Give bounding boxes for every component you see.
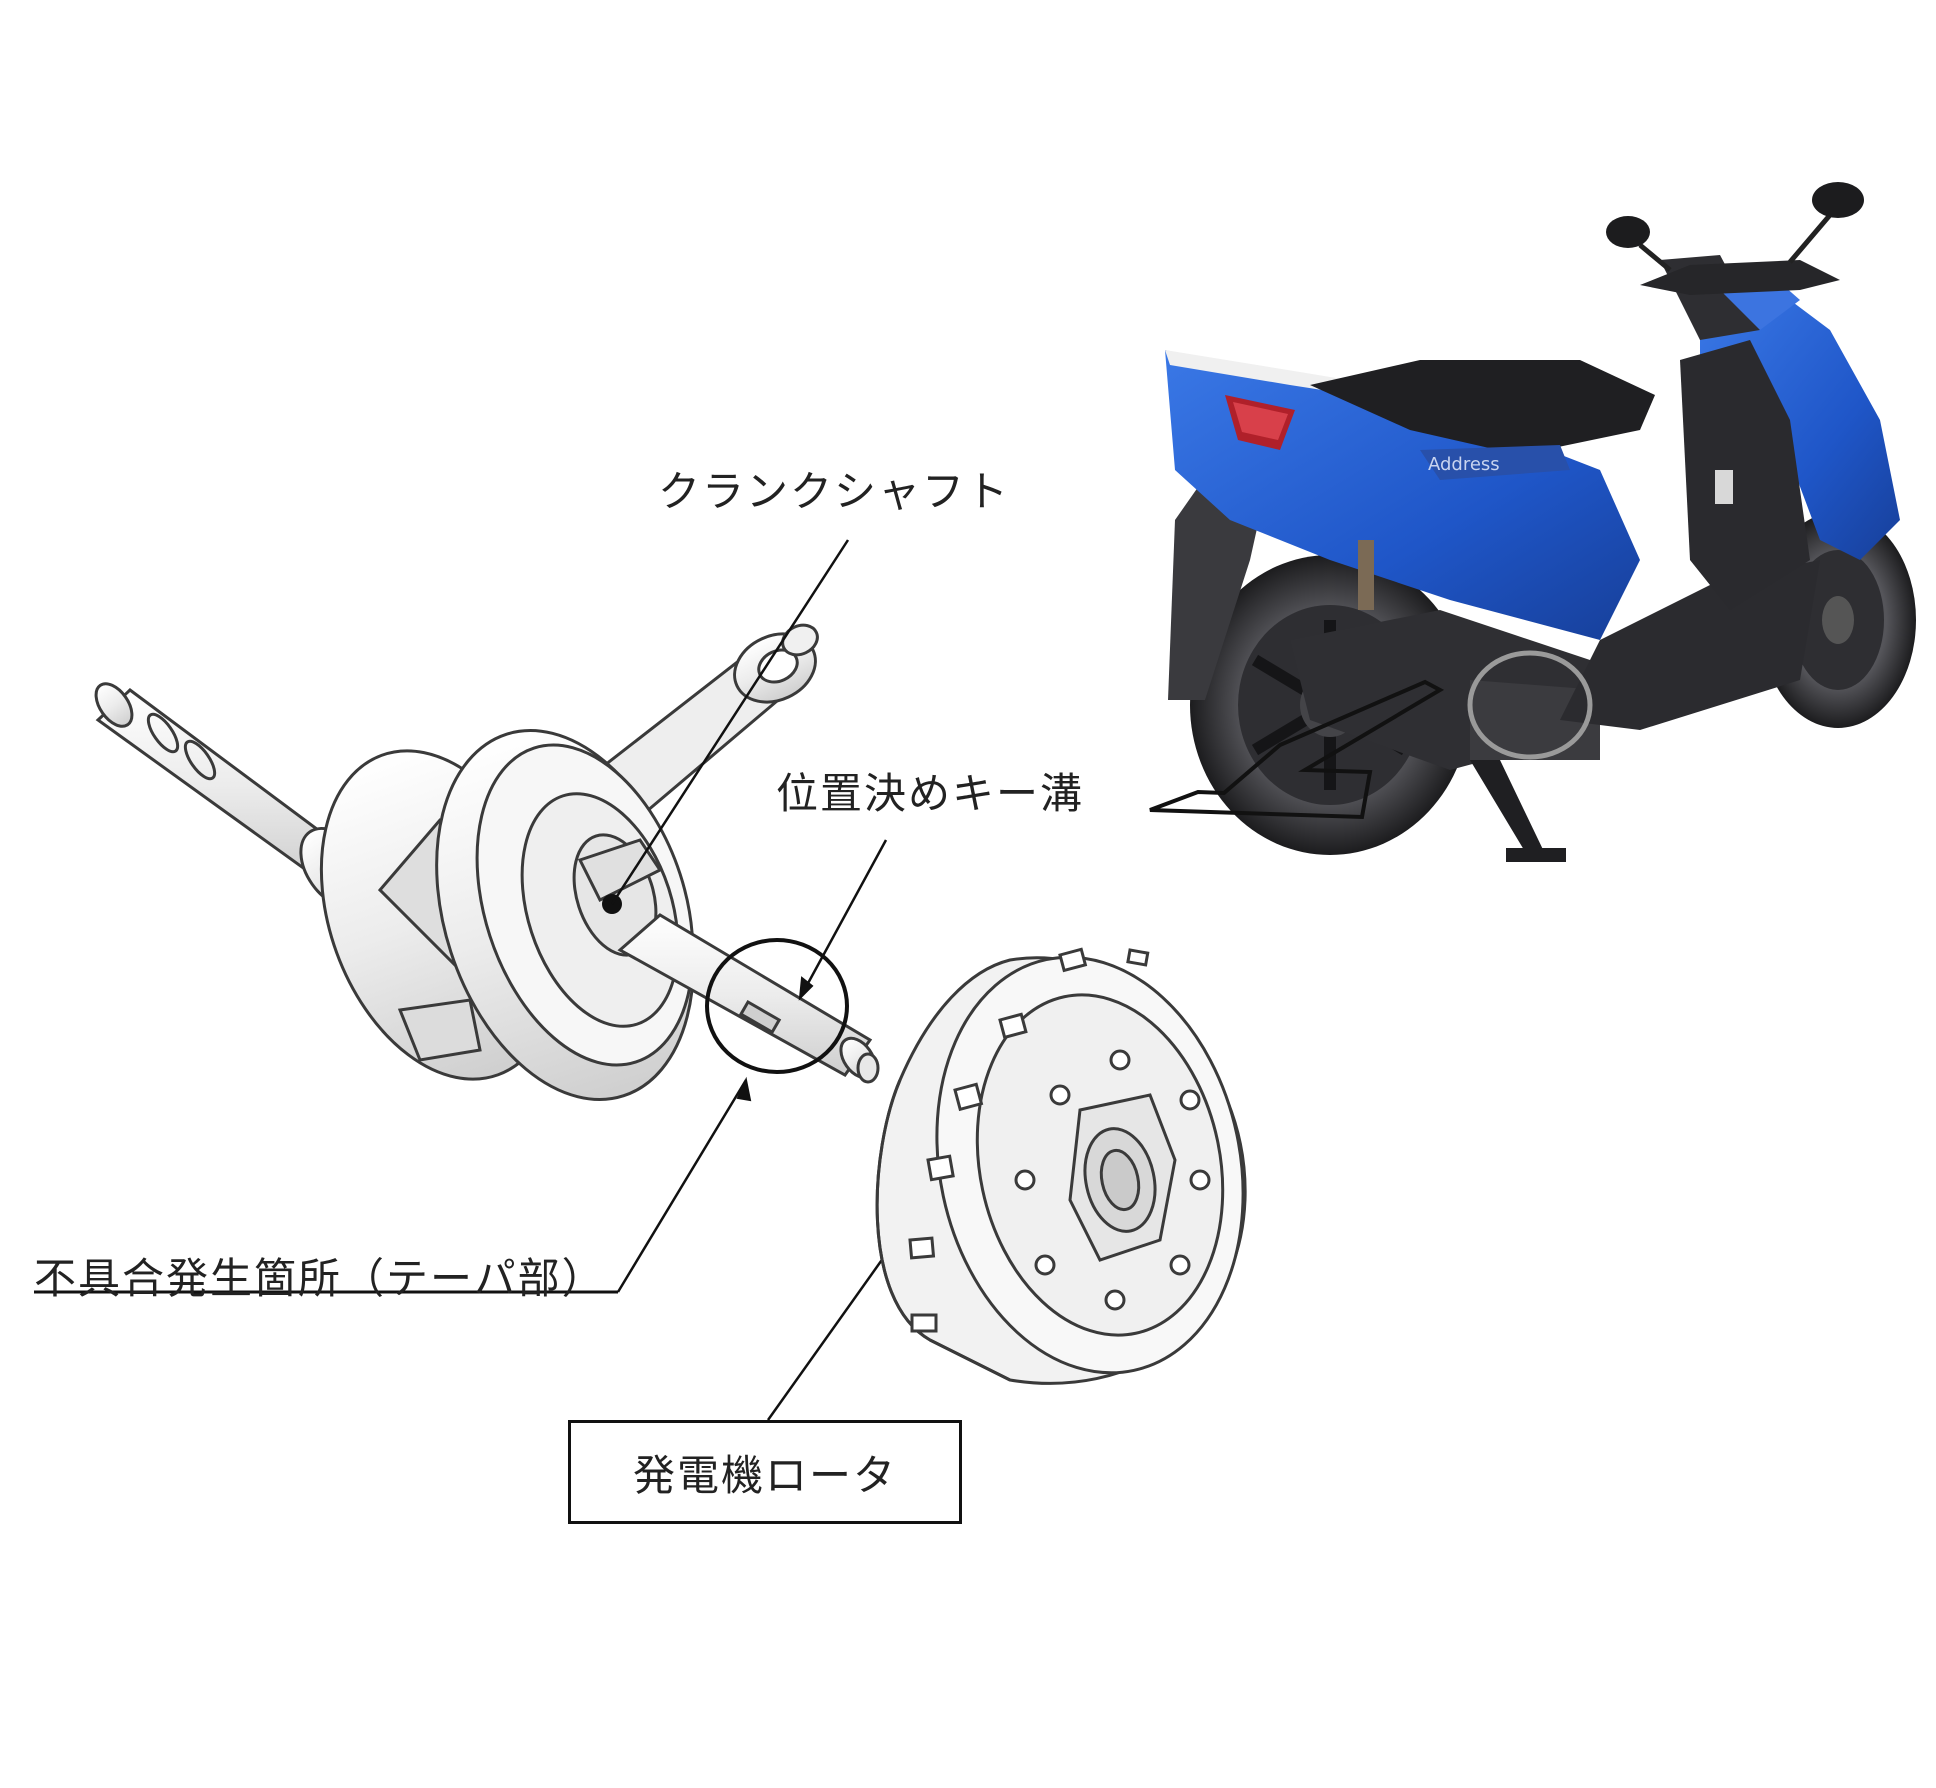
key-groove-label: 位置決めキー溝	[776, 769, 1085, 818]
generator-rotor-drawing	[875, 947, 1247, 1385]
callout-arrow	[1149, 679, 1445, 820]
generator-rotor-label-box: 発電機ロータ	[568, 1420, 962, 1524]
defect-location-label: 不具合発生箇所（テーパ部）	[34, 1254, 606, 1303]
crankshaft-label: クランクシャフト	[658, 467, 1011, 516]
generator-rotor-label: 発電機ロータ	[632, 1450, 897, 1500]
scooter-highlight-circle	[1467, 650, 1593, 760]
crankshaft-drawing	[94, 623, 880, 1101]
scooter-photo: Address	[1149, 182, 1916, 862]
scooter-seat	[1310, 360, 1655, 455]
scooter-decal: Address	[1428, 454, 1500, 475]
scooter-mirror-left	[1606, 216, 1650, 248]
taper-highlight-circle	[705, 938, 849, 1074]
scooter-mirror-right	[1812, 182, 1864, 218]
